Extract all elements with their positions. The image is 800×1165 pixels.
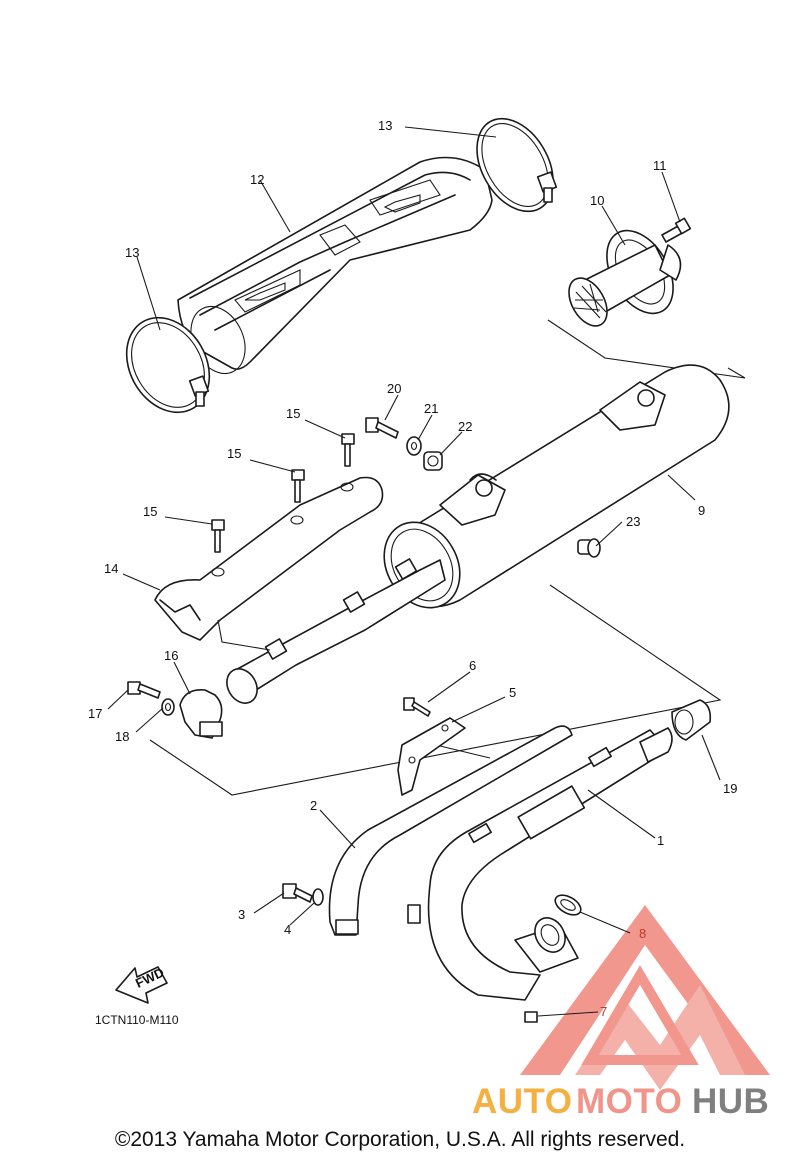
heat-shield-12	[177, 156, 493, 374]
bolt-11	[661, 217, 692, 243]
washer-21	[406, 436, 422, 456]
watermark-hub: HUB	[692, 1082, 769, 1121]
washer-18	[161, 698, 175, 716]
fwd-arrow-icon: FWD	[115, 965, 168, 1004]
exhaust-pipe-1	[427, 727, 673, 1001]
bolt-20	[365, 417, 399, 439]
callout-20: 20	[387, 381, 401, 396]
diagram-code: 1CTN110-M110	[95, 1013, 179, 1027]
bolt-15-a	[211, 519, 225, 553]
clamp-band-13-right	[476, 117, 558, 213]
nut-7	[524, 1011, 538, 1023]
guide-line-10	[547, 319, 746, 379]
callout-7: 7	[600, 1004, 607, 1019]
exhaust-gasket-19	[671, 699, 712, 741]
watermark-text: AUTO MOTO HUB	[472, 1082, 769, 1121]
callout-15: 15	[143, 504, 157, 519]
callout-9: 9	[698, 503, 705, 518]
exhaust-flange	[514, 917, 579, 973]
callout-19: 19	[723, 781, 737, 796]
callout-3: 3	[238, 907, 245, 922]
callout-17: 17	[88, 706, 102, 721]
callout-23: 23	[626, 514, 640, 529]
watermark-moto: MOTO	[576, 1082, 682, 1121]
callout-10: 10	[590, 193, 604, 208]
bracket-5	[397, 717, 466, 796]
callout-8: 8	[639, 926, 646, 941]
callout-2: 2	[310, 798, 317, 813]
watermark-logo	[520, 905, 770, 1090]
callout-5: 5	[509, 685, 516, 700]
callout-4: 4	[284, 922, 291, 937]
callout-6: 6	[469, 658, 476, 673]
bolt-15-b	[291, 469, 305, 503]
callout-16: 16	[164, 648, 178, 663]
guide-line-16	[149, 584, 722, 796]
clamp-16	[179, 688, 223, 739]
callout-15: 15	[227, 446, 241, 461]
bolt-3	[282, 883, 313, 903]
washer-4	[312, 888, 324, 906]
watermark-auto: AUTO	[472, 1082, 573, 1121]
copyright-notice: ©2013 Yamaha Motor Corporation, U.S.A. A…	[114, 1128, 686, 1151]
callout-13: 13	[125, 245, 139, 260]
callout-21: 21	[424, 401, 438, 416]
clamp-band-13-left	[125, 316, 211, 414]
callout-18: 18	[115, 729, 129, 744]
bolt-6	[403, 697, 431, 717]
leader-lines	[107, 126, 721, 1017]
callout-22: 22	[458, 419, 472, 434]
callout-13: 13	[378, 118, 392, 133]
callout-1: 1	[657, 833, 664, 848]
callout-12: 12	[250, 172, 264, 187]
bolt-15-c	[341, 433, 355, 467]
damper-22	[423, 451, 443, 471]
heat-shield-14	[154, 476, 384, 641]
bolt-17	[127, 681, 161, 699]
muffler-inlet-pipe	[226, 558, 446, 704]
callout-15: 15	[286, 406, 300, 421]
spark-arrestor-10	[568, 229, 682, 327]
guide-line-14	[217, 619, 271, 651]
exhaust-protector-2	[328, 725, 573, 936]
callout-14: 14	[104, 561, 118, 576]
callout-labels: 13 12 13 11 10 20 21 22 15 15 15 9 23 14…	[88, 118, 737, 1019]
gasket-8	[554, 894, 582, 916]
collar-23	[577, 538, 601, 558]
callout-11: 11	[653, 158, 667, 173]
